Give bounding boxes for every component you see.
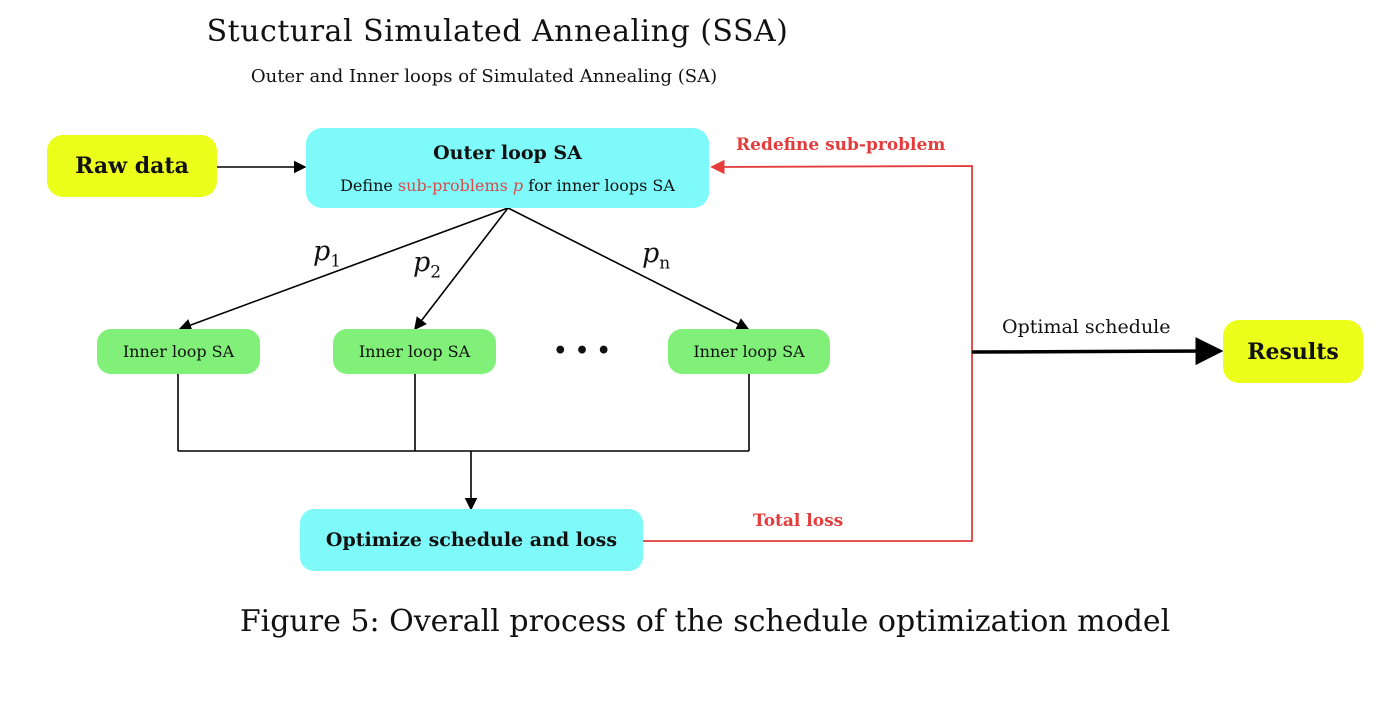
edge-label-p2: p2	[413, 247, 442, 283]
feedback-loop-line	[643, 159, 973, 542]
outer-loop-node: Outer loop SA Define sub-problems p for …	[306, 128, 709, 208]
outer-loop-desc-suffix: for inner loops SA	[523, 175, 675, 195]
arrow-optimal-schedule	[971, 337, 1224, 366]
outer-loop-desc-prefix: Define	[340, 175, 398, 195]
arrow-outer-to-inner-1	[178, 207, 509, 332]
optimal-schedule-label: Optimal schedule	[1002, 316, 1171, 338]
results-node: Results	[1223, 320, 1363, 383]
ellipsis-dots: • • •	[553, 338, 611, 364]
raw-data-label: Raw data	[75, 153, 189, 179]
figure-caption: Figure 5: Overall process of the schedul…	[239, 604, 1171, 639]
inner-loop-node: Inner loop SA	[668, 329, 830, 374]
results-label: Results	[1247, 338, 1339, 365]
inner-loop-label: Inner loop SA	[122, 342, 235, 361]
raw-data-node: Raw data	[47, 135, 217, 197]
outer-loop-desc-var: p	[512, 175, 524, 195]
inner-loop-label: Inner loop SA	[693, 342, 805, 361]
outer-loop-title: Outer loop SA	[433, 141, 582, 164]
optimize-label: Optimize schedule and loss	[325, 529, 618, 551]
arrow-outer-to-inner-2	[414, 207, 509, 331]
outer-loop-desc-highlight: sub-problems	[397, 175, 513, 195]
redefine-subproblem-label: Redefine sub-problem	[736, 135, 946, 155]
diagram-subtitle: Outer and Inner loops of Simulated Annea…	[250, 66, 718, 87]
inner-loop-node: Inner loop SA	[97, 329, 260, 374]
outer-loop-description: Define sub-problems p for inner loops SA	[340, 176, 675, 195]
inner-loop-label: Inner loop SA	[358, 342, 471, 361]
edge-label-pn: pn	[642, 238, 671, 274]
edge-label-p1: p1	[313, 236, 342, 272]
arrow-outer-to-inner-n	[507, 207, 750, 330]
optimize-node: Optimize schedule and loss	[300, 509, 643, 571]
total-loss-label: Total loss	[753, 511, 844, 531]
diagram-title: Stuctural Simulated Annealing (SSA)	[206, 14, 789, 49]
inner-loop-node: Inner loop SA	[333, 329, 496, 374]
